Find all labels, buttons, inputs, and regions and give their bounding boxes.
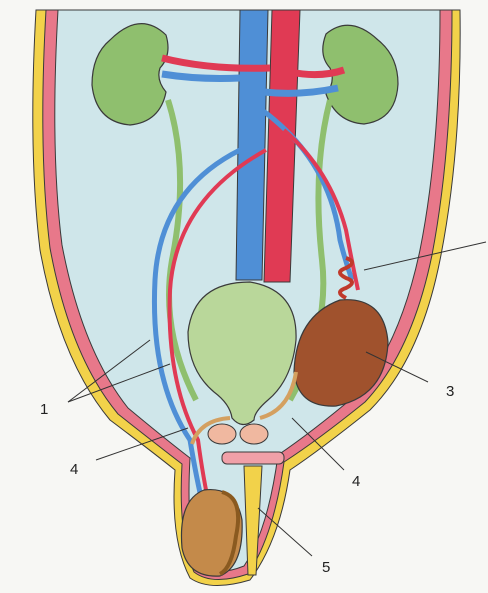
label-5: 5 bbox=[322, 559, 330, 576]
vena-cava bbox=[236, 10, 268, 280]
prostate-left bbox=[208, 424, 236, 444]
prostate-right bbox=[240, 424, 268, 444]
label-1: 1 bbox=[40, 401, 48, 418]
urethral-band bbox=[222, 452, 284, 464]
label-4-left: 4 bbox=[70, 461, 78, 478]
label-3: 3 bbox=[446, 383, 454, 400]
label-4-right: 4 bbox=[352, 473, 360, 490]
